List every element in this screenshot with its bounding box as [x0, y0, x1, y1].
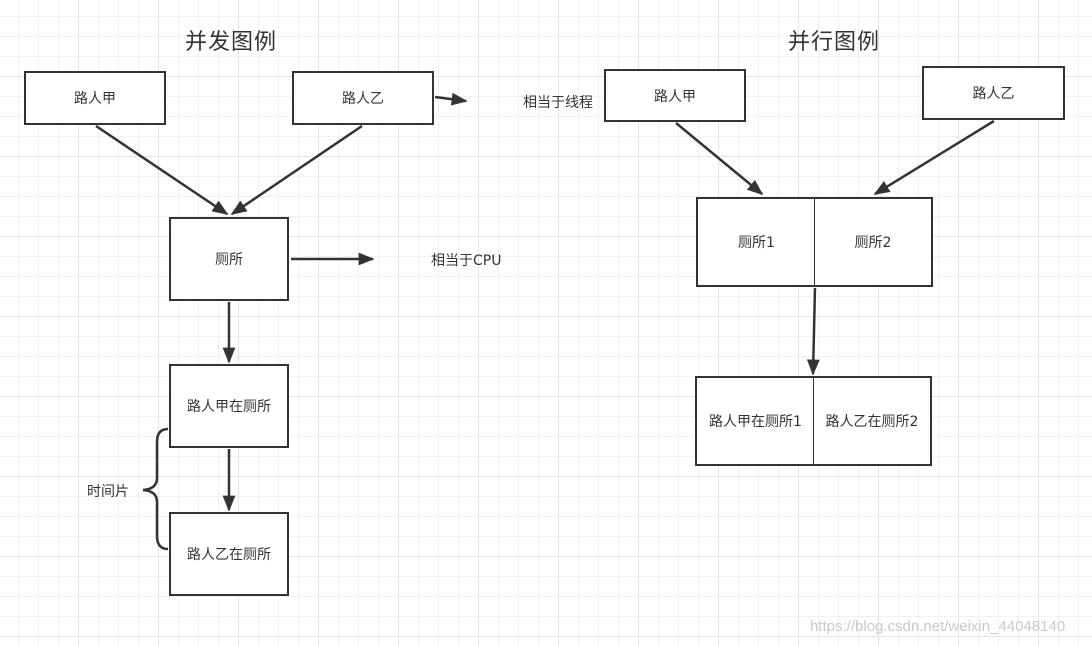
parallel-person-a-label: 路人甲: [654, 88, 696, 105]
arrow-person-b-right: [434, 92, 468, 106]
toilet-box: 厕所: [169, 217, 289, 301]
parallel-title: 并行图例: [788, 30, 881, 55]
step-a-box: 路人甲在厕所: [169, 364, 289, 448]
arrow-parallel-b-to-toilet-2: [873, 119, 995, 196]
concurrency-title: 并发图例: [185, 30, 278, 55]
parallel-person-b-box: 路人乙: [922, 66, 1065, 120]
result-1-label: 路人甲在厕所1: [709, 414, 802, 430]
arrow-toilets-to-results: [806, 287, 820, 376]
step-a-label: 路人甲在厕所: [187, 399, 271, 415]
person-a-label: 路人甲: [74, 91, 116, 107]
arrow-person-b-to-toilet: [230, 124, 363, 216]
person-a-box: 路人甲: [24, 71, 166, 125]
result-2-box: 路人乙在厕所2: [813, 376, 932, 466]
toilet-2-box: 厕所2: [814, 197, 933, 287]
watermark-text: https://blog.csdn.net/weixin_44048140: [810, 618, 1066, 635]
arrow-parallel-a-to-toilet-1: [675, 122, 764, 196]
thread-note: 相当于线程: [523, 95, 593, 111]
person-b-label: 路人乙: [342, 91, 384, 107]
arrow-person-a-to-toilet: [95, 124, 229, 216]
toilet-2-label: 厕所2: [854, 235, 892, 251]
toilet-1-box: 厕所1: [696, 197, 816, 287]
toilet-label: 厕所: [215, 252, 243, 268]
step-b-label: 路人乙在厕所: [187, 547, 271, 563]
time-slice-brace: [142, 427, 169, 551]
parallel-person-b-label: 路人乙: [972, 86, 1015, 102]
result-2-label: 路人乙在厕所2: [825, 414, 919, 430]
cpu-note: 相当于CPU: [431, 253, 502, 269]
time-slice-label: 时间片: [87, 484, 129, 500]
step-b-box: 路人乙在厕所: [169, 512, 289, 596]
parallel-person-a-box: 路人甲: [604, 69, 746, 122]
toilet-1-label: 厕所1: [738, 235, 775, 251]
person-b-box: 路人乙: [292, 71, 434, 125]
result-1-box: 路人甲在厕所1: [695, 376, 815, 466]
